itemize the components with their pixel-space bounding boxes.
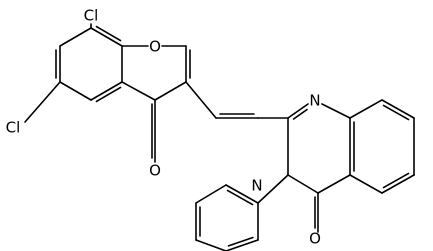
atom-label-nitrogen-top: N [309, 92, 320, 110]
bond-ph-5-inner [227, 236, 254, 247]
atom-label-cl-left: Cl [6, 119, 21, 137]
bond-c4-c4a [317, 174, 351, 194]
bond-benz-f [349, 174, 383, 194]
atom-label-cl-top: Cl [84, 7, 99, 25]
bond-benz-e-inner [382, 172, 410, 189]
bond-c2-n1 [287, 103, 309, 119]
bond-benz-c [381, 99, 415, 119]
bond-n-phenyl [257, 174, 289, 204]
bond-pyranone-c4c4a [121, 81, 156, 101]
bond-ph-2 [195, 184, 227, 204]
bond-ph-1 [225, 184, 259, 204]
bond-n3-c4 [287, 174, 319, 194]
bond-pyranone-c3c4 [154, 81, 187, 101]
bond-benzo-6 [90, 27, 123, 47]
atom-label-carbonyl-oxygen-right: O [309, 230, 321, 248]
bond-benzo-1 [59, 27, 92, 47]
atom-label-ring-oxygen: O [149, 38, 161, 56]
bond-benzo-4 [90, 81, 123, 101]
bond-benz-b [349, 99, 383, 119]
bond-ph-1-inner [226, 189, 254, 206]
atom-label-carbonyl-oxygen-left: O [149, 162, 161, 180]
bond-lines [24, 23, 415, 251]
bond-c2-n1-inner [292, 108, 308, 120]
bond-benzo-3 [59, 81, 92, 101]
bond-n1-c8a [321, 103, 351, 119]
bond-benzo-6-inner [95, 25, 122, 42]
bond-benzo-4-inner [95, 86, 122, 103]
bond-ph-5 [225, 239, 259, 251]
bond-vinyl-1 [185, 81, 217, 119]
bond-ph-4 [195, 239, 227, 251]
bond-benz-e [381, 174, 415, 194]
bond-to-cl-left [24, 81, 61, 123]
bond-benz-c-inner [382, 104, 410, 121]
atom-label-nitrogen-bottom: N [251, 177, 262, 195]
